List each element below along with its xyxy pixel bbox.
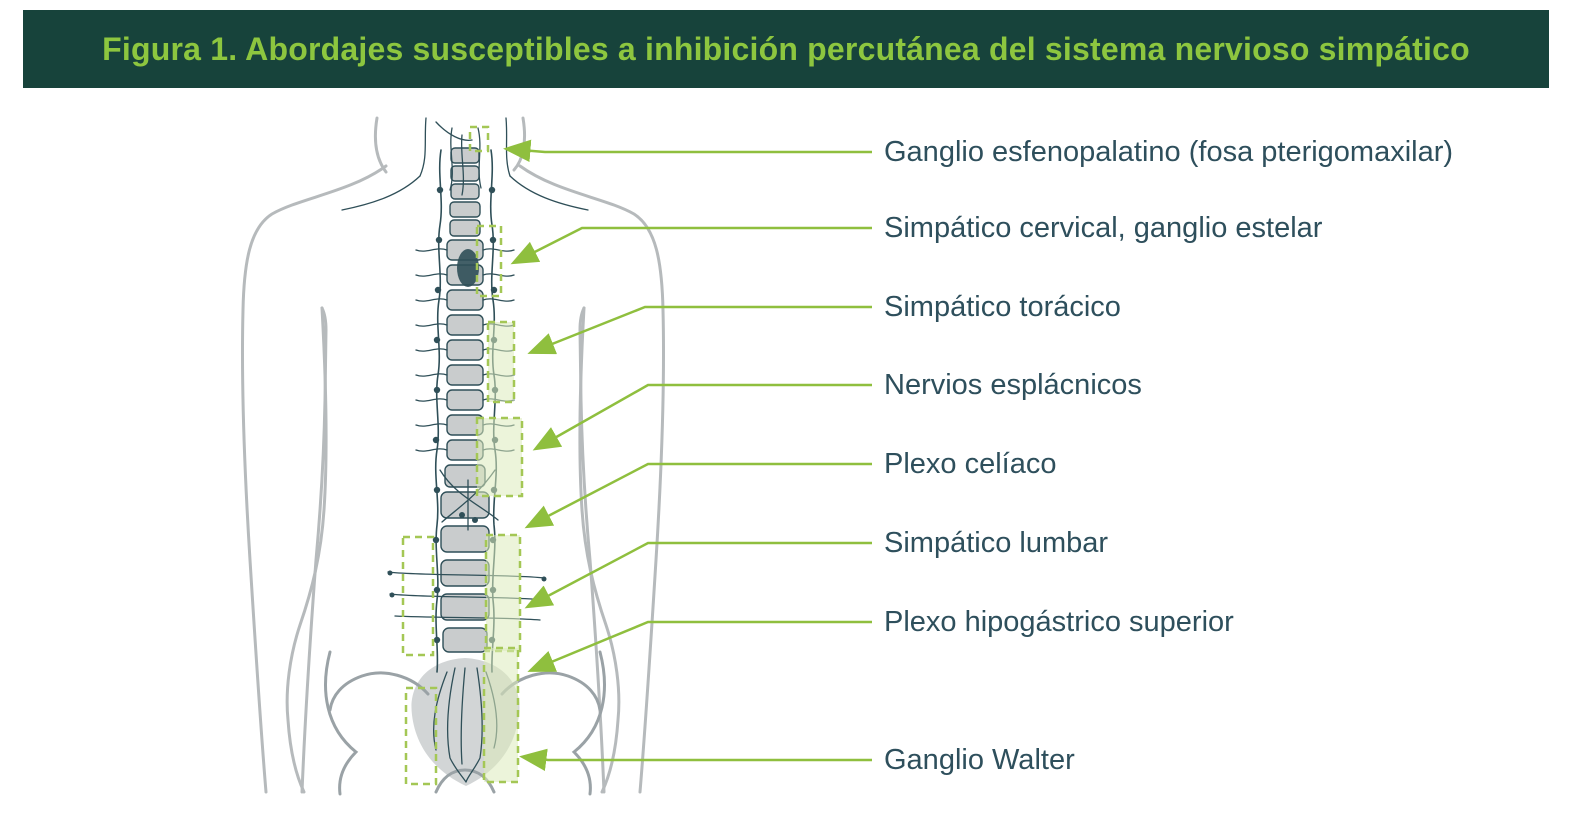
highlight-box-sphenopalatine (468, 125, 490, 153)
label-hypogastric: Plexo hipogástrico superior (884, 606, 1234, 638)
arrow-thoracic (527, 305, 872, 355)
label-thoracic: Simpático torácico (884, 291, 1121, 323)
label-walter: Ganglio Walter (884, 744, 1075, 776)
arrow-lumbar (524, 541, 872, 609)
label-lumbar: Simpático lumbar (884, 527, 1109, 559)
highlight-box-sacral-right (482, 646, 520, 784)
figure-header: Figura 1. Abordajes susceptibles a inhib… (23, 10, 1549, 88)
arrow-cervical (510, 226, 872, 265)
label-celiac: Plexo celíaco (884, 448, 1057, 480)
arrow-sphenopalatine (503, 139, 872, 163)
highlight-boxes (401, 125, 524, 786)
label-cervical: Simpático cervical, ganglio estelar (884, 212, 1323, 244)
highlight-box-lumbar-left (401, 535, 435, 657)
highlight-box-sacral-left (404, 686, 438, 786)
highlight-box-thoracic (486, 320, 516, 404)
highlight-box-cervical (475, 224, 503, 298)
spine-vertebrae (440, 147, 490, 653)
arrow-celiac (524, 462, 872, 529)
arrow-hypogastric (527, 620, 872, 672)
pointer-arrows (503, 139, 872, 771)
highlight-box-lumbar-right (484, 533, 522, 653)
highlight-box-splanchnic (475, 416, 524, 498)
label-splanchnic: Nervios esplácnicos (884, 369, 1142, 401)
label-sphenopalatine: Ganglio esfenopalatino (fosa pterigomaxi… (884, 136, 1454, 168)
arrow-splanchnic (532, 383, 872, 451)
figure-title: Figura 1. Abordajes susceptibles a inhib… (102, 30, 1470, 67)
arrow-walter (519, 748, 872, 771)
